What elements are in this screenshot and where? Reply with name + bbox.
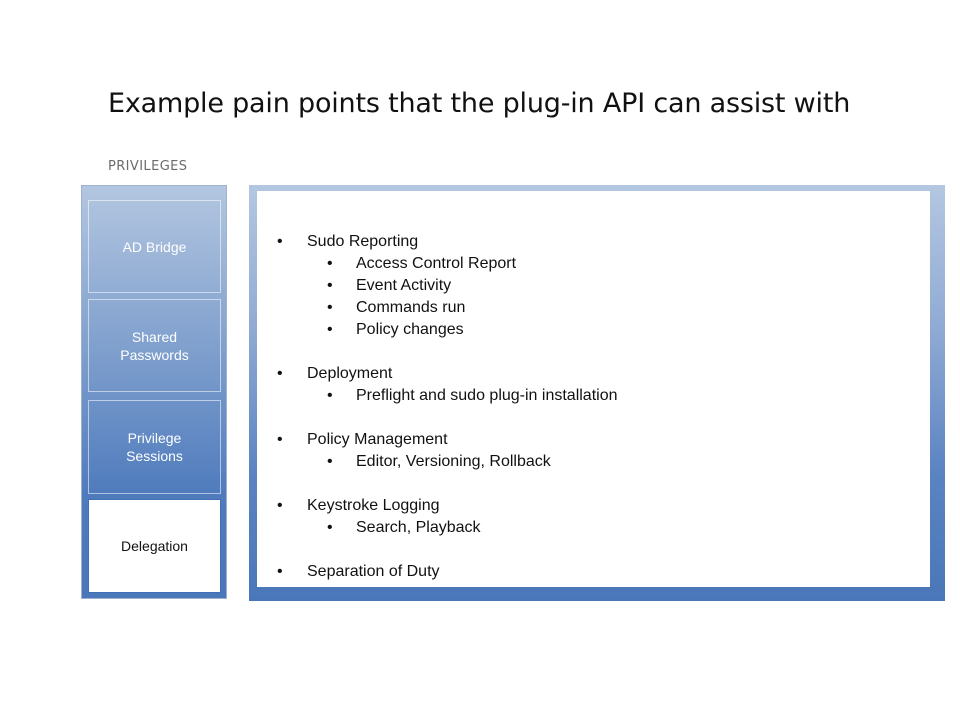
bullet-heading: Sudo Reporting (275, 231, 618, 253)
slide-title: Example pain points that the plug-in API… (108, 88, 851, 119)
bullet-heading: Deployment (275, 363, 618, 385)
sub-bullet: Event Activity (275, 275, 618, 297)
sub-bullet: Search, Playback (275, 517, 618, 539)
tab-label: Shared Passwords (120, 328, 189, 363)
section-label: PRIVILEGES (108, 159, 188, 174)
content-body: Sudo Reporting Access Control Report Eve… (257, 191, 930, 587)
sub-bullet: Preflight and sudo plug-in installation (275, 385, 618, 407)
bullet-heading: Separation of Duty (275, 561, 618, 583)
tab-label: AD Bridge (122, 238, 187, 255)
tab-shared-passwords[interactable]: Shared Passwords (88, 299, 221, 392)
tab-privilege-sessions[interactable]: Privilege Sessions (88, 400, 221, 494)
sub-bullet: Access Control Report (275, 253, 618, 275)
tab-ad-bridge[interactable]: AD Bridge (88, 200, 221, 293)
sub-bullet: Commands run (275, 297, 618, 319)
content-panel: Sudo Reporting Access Control Report Eve… (249, 185, 945, 601)
bullet-heading: Keystroke Logging (275, 495, 618, 517)
sub-bullet: Policy changes (275, 319, 618, 341)
privileges-tab-column: AD Bridge Shared Passwords Privilege Ses… (81, 185, 227, 599)
list-item: Sudo Reporting Access Control Report Eve… (275, 231, 618, 341)
list-item: Policy Management Editor, Versioning, Ro… (275, 429, 618, 473)
bullet-heading: Policy Management (275, 429, 618, 451)
list-item: Deployment Preflight and sudo plug-in in… (275, 363, 618, 407)
tab-label: Privilege Sessions (126, 430, 183, 464)
tab-delegation[interactable]: Delegation (88, 499, 221, 593)
tab-label: Delegation (121, 538, 188, 554)
list-item: Separation of Duty (275, 561, 618, 583)
pain-points-list: Sudo Reporting Access Control Report Eve… (275, 231, 618, 583)
list-item: Keystroke Logging Search, Playback (275, 495, 618, 539)
sub-bullet: Editor, Versioning, Rollback (275, 451, 618, 473)
